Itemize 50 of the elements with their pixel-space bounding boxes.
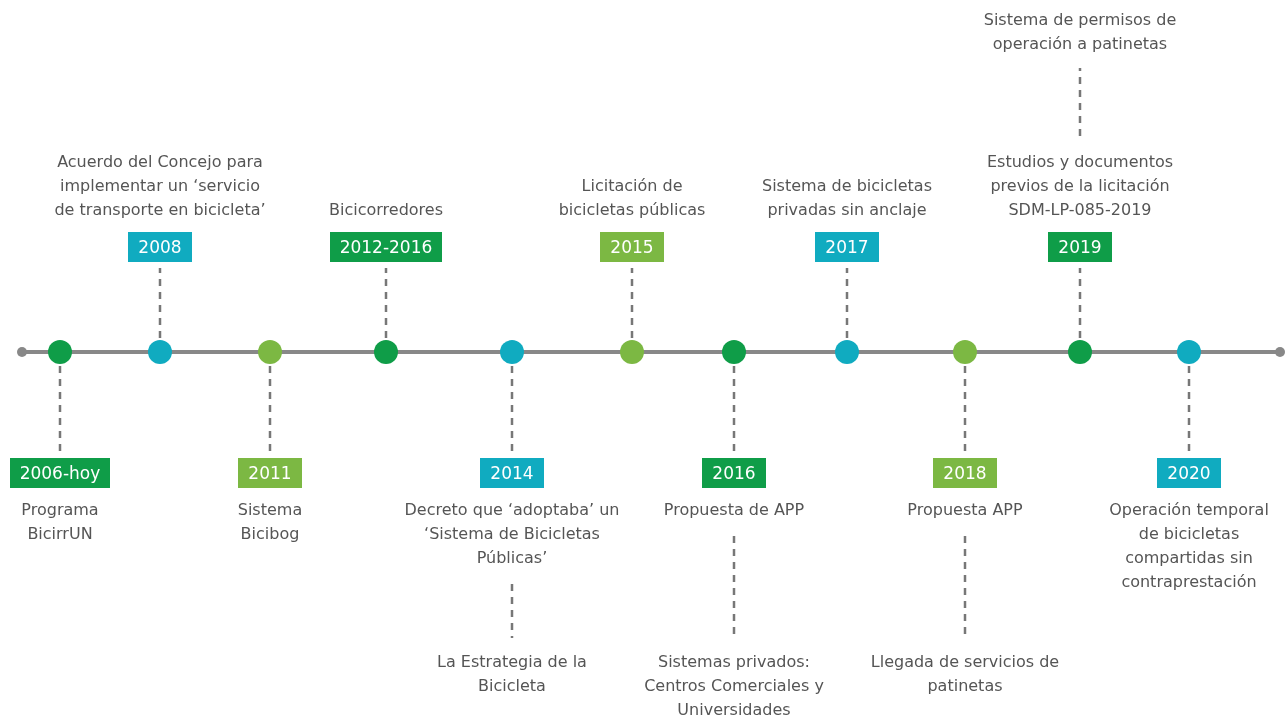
year-badge: 2016 bbox=[702, 458, 766, 488]
dashed-connector bbox=[732, 366, 736, 452]
dashed-connector bbox=[845, 268, 849, 338]
timeline-dot bbox=[148, 340, 172, 364]
timeline-dot bbox=[620, 340, 644, 364]
dashed-connector bbox=[510, 366, 514, 452]
event-description: Propuesta de APP bbox=[663, 499, 805, 521]
event-description: Decreto que ‘adoptaba’ un ‘Sistema de Bicicletas Públicas’ bbox=[403, 499, 621, 569]
event-description: Sistema Bicibog bbox=[236, 499, 304, 545]
year-badge: 2020 bbox=[1157, 458, 1221, 488]
event-note: Sistemas privados: Centros Comerciales y Universidades bbox=[634, 650, 834, 722]
dashed-connector bbox=[58, 366, 62, 452]
timeline-dot bbox=[835, 340, 859, 364]
event-description: Bicicorredores bbox=[329, 199, 443, 221]
year-badge: 2019 bbox=[1048, 232, 1112, 262]
dashed-connector bbox=[268, 366, 272, 452]
event-description: Acuerdo del Concejo para implementar un ‘servicio de transporte en bicicleta’ bbox=[53, 151, 267, 221]
dashed-connector bbox=[384, 268, 388, 338]
dashed-connector bbox=[963, 366, 967, 452]
dashed-connector bbox=[1078, 68, 1082, 136]
dashed-connector bbox=[630, 268, 634, 338]
event-note: Llegada de servicios de patinetas bbox=[865, 650, 1065, 698]
event-description: Programa BicirrUN bbox=[20, 499, 100, 545]
timeline-dot bbox=[374, 340, 398, 364]
timeline-dot bbox=[258, 340, 282, 364]
year-badge: 2008 bbox=[128, 232, 192, 262]
timeline-dot bbox=[1068, 340, 1092, 364]
year-badge: 2017 bbox=[815, 232, 879, 262]
event-description: Sistema de bicicletas privadas sin anclaje bbox=[761, 175, 933, 221]
year-badge: 2014 bbox=[480, 458, 544, 488]
timeline-dot bbox=[48, 340, 72, 364]
dashed-connector bbox=[1187, 366, 1191, 452]
dashed-connector bbox=[510, 584, 514, 638]
event-description: Operación temporal de bicicletas compartidas sin contraprestación bbox=[1108, 499, 1270, 593]
dashed-connector bbox=[1078, 268, 1082, 338]
event-note: Sistema de permisos de operación a patinetas bbox=[965, 8, 1195, 56]
year-badge: 2006-hoy bbox=[9, 458, 111, 488]
timeline-dot bbox=[1177, 340, 1201, 364]
timeline-dot bbox=[953, 340, 977, 364]
event-description: Estudios y documentos previos de la licitación SDM-LP-085-2019 bbox=[985, 151, 1175, 221]
timeline-dot bbox=[722, 340, 746, 364]
year-badge: 2012-2016 bbox=[329, 232, 443, 262]
event-description: Licitación de bicicletas públicas bbox=[557, 175, 707, 221]
event-description: Propuesta APP bbox=[907, 499, 1023, 521]
dashed-connector bbox=[158, 268, 162, 338]
timeline-dot bbox=[500, 340, 524, 364]
year-badge: 2011 bbox=[238, 458, 302, 488]
event-note: La Estrategia de la Bicicleta bbox=[422, 650, 602, 698]
year-badge: 2015 bbox=[600, 232, 664, 262]
year-badge: 2018 bbox=[933, 458, 997, 488]
